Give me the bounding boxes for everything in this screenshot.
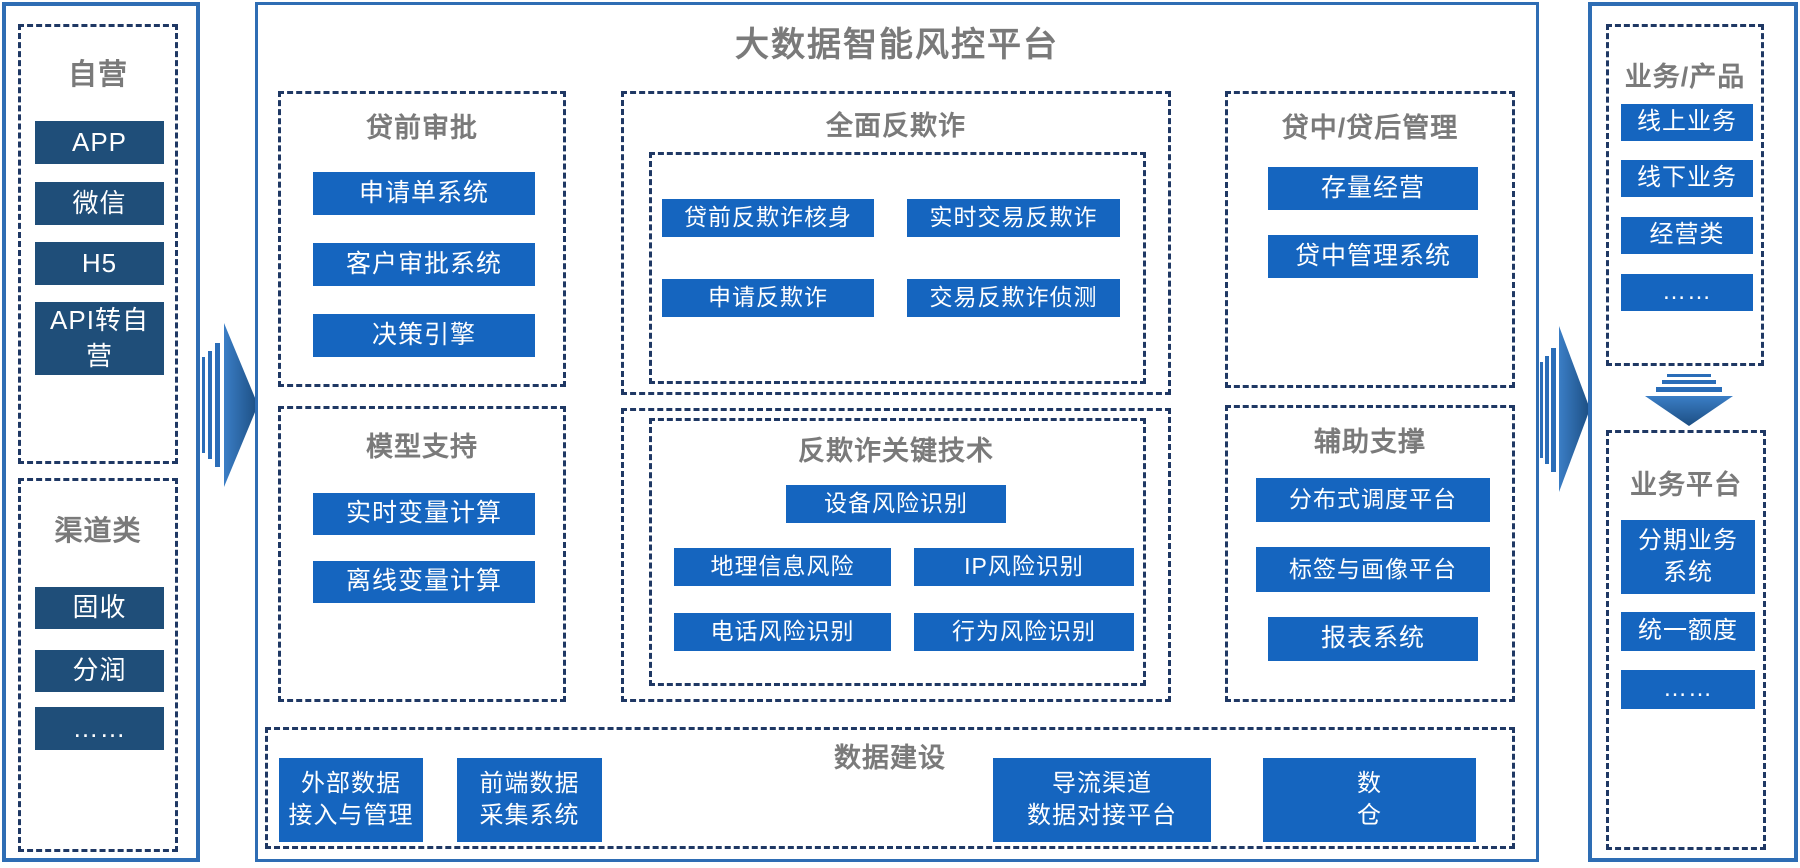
item-decision-engine: 决策引擎: [313, 314, 535, 357]
item-distributed-scheduling: 分布式调度平台: [1256, 478, 1490, 522]
item-customer-approval-system: 客户审批系统: [313, 243, 535, 286]
item-channel-data-integration: 导流渠道 数据对接平台: [993, 758, 1211, 842]
section-pre-loan-title: 贷前审批: [366, 113, 478, 143]
group-business-platform: 业务平台 分期业务 系统 统一额度 ……: [1606, 430, 1766, 850]
item-realtime-variable-calc: 实时变量计算: [313, 493, 535, 535]
item-tag-portrait-platform: 标签与画像平台: [1256, 547, 1490, 592]
section-model-support: 模型支持 实时变量计算 离线变量计算: [278, 406, 566, 702]
item-stock-operation: 存量经营: [1268, 167, 1478, 210]
item-transaction-fraud-detect: 交易反欺诈侦测: [907, 279, 1120, 317]
left-panel: 自营 APP 微信 H5 API转自 营 渠道类 固收 分润 ……: [2, 2, 200, 862]
section-mid-post-loan-title: 贷中/贷后管理: [1281, 113, 1459, 143]
item-ellipsis-platform: ……: [1621, 670, 1755, 709]
group-channel-title: 渠道类: [54, 515, 142, 546]
item-unified-quota: 统一额度: [1621, 612, 1755, 651]
group-business-platform-title: 业务平台: [1630, 470, 1742, 500]
item-report-system: 报表系统: [1268, 617, 1478, 661]
group-business-products: 业务/产品 线上业务 线下业务 经营类 ……: [1606, 24, 1764, 366]
section-anti-fraud: 全面反欺诈 贷前反欺诈核身 实时交易反欺诈 申请反欺诈 交易反欺诈侦测: [621, 91, 1171, 395]
platform-panel: 大数据智能风控平台 贷前审批 申请单系统 客户审批系统 决策引擎 模型支持 实时…: [255, 2, 1539, 862]
item-h5: H5: [35, 242, 164, 285]
item-operation-type: 经营类: [1621, 217, 1753, 254]
arrow-down-icon: [1637, 374, 1741, 426]
item-frontend-data-collection: 前端数据 采集系统: [457, 758, 602, 842]
section-data-construction: 数据建设 外部数据 接入与管理 前端数据 采集系统 导流渠道 数据对接平台 数 …: [265, 727, 1515, 849]
item-application-system: 申请单系统: [313, 172, 535, 215]
item-inloan-management-system: 贷中管理系统: [1268, 235, 1478, 278]
group-business-products-title: 业务/产品: [1624, 62, 1746, 92]
item-external-data-access: 外部数据 接入与管理: [279, 758, 423, 842]
section-aux-support-title: 辅助支撑: [1314, 427, 1426, 457]
section-anti-fraud-title: 全面反欺诈: [826, 111, 966, 141]
arrow-right-icon: [1540, 318, 1590, 500]
item-behavior-risk: 行为风险识别: [914, 613, 1134, 651]
item-profit-share: 分润: [35, 650, 164, 692]
item-offline-business: 线下业务: [1621, 160, 1753, 197]
item-device-risk: 设备风险识别: [786, 485, 1006, 523]
section-pre-loan: 贷前审批 申请单系统 客户审批系统 决策引擎: [278, 91, 566, 387]
item-wechat: 微信: [35, 182, 164, 225]
page-title: 大数据智能风控平台: [735, 26, 1059, 64]
right-panel: 业务/产品 线上业务 线下业务 经营类 …… 业务平台 分期业务 系统 统一额度…: [1588, 2, 1798, 862]
item-phone-risk: 电话风险识别: [674, 613, 891, 651]
section-mid-post-loan: 贷中/贷后管理 存量经营 贷中管理系统: [1225, 91, 1515, 388]
item-ellipsis-products: ……: [1621, 274, 1753, 311]
item-installment-system: 分期业务 系统: [1621, 520, 1755, 594]
section-data-construction-title: 数据建设: [834, 743, 946, 773]
item-online-business: 线上业务: [1621, 104, 1753, 141]
anti-fraud-inner-box: 贷前反欺诈核身 实时交易反欺诈 申请反欺诈 交易反欺诈侦测: [649, 152, 1146, 384]
item-app: APP: [35, 121, 164, 164]
item-data-warehouse: 数 仓: [1263, 758, 1476, 842]
section-anti-fraud-tech: 反欺诈关键技术 设备风险识别 地理信息风险 IP风险识别 电话风险识别 行为风险…: [621, 408, 1171, 702]
item-ip-risk: IP风险识别: [914, 548, 1134, 586]
section-aux-support: 辅助支撑 分布式调度平台 标签与画像平台 报表系统: [1225, 405, 1515, 702]
item-offline-variable-calc: 离线变量计算: [313, 561, 535, 603]
item-geo-risk: 地理信息风险: [674, 548, 891, 586]
item-ellipsis-channel: ……: [35, 707, 164, 750]
anti-fraud-tech-inner-box: [649, 418, 1146, 686]
group-channel: 渠道类 固收 分润 ……: [18, 478, 178, 852]
item-preloan-fraud-verify: 贷前反欺诈核身: [662, 199, 874, 237]
section-anti-fraud-tech-title: 反欺诈关键技术: [798, 436, 994, 466]
item-application-fraud: 申请反欺诈: [662, 279, 874, 317]
section-model-support-title: 模型支持: [366, 432, 478, 462]
item-api-to-self: API转自 营: [35, 302, 164, 375]
item-fixed-income: 固收: [35, 587, 164, 629]
group-self-operated-title: 自营: [67, 59, 128, 91]
arrow-right-icon: [202, 315, 258, 495]
group-self-operated: 自营 APP 微信 H5 API转自 营: [18, 24, 178, 464]
item-realtime-transaction-fraud: 实时交易反欺诈: [907, 199, 1120, 237]
